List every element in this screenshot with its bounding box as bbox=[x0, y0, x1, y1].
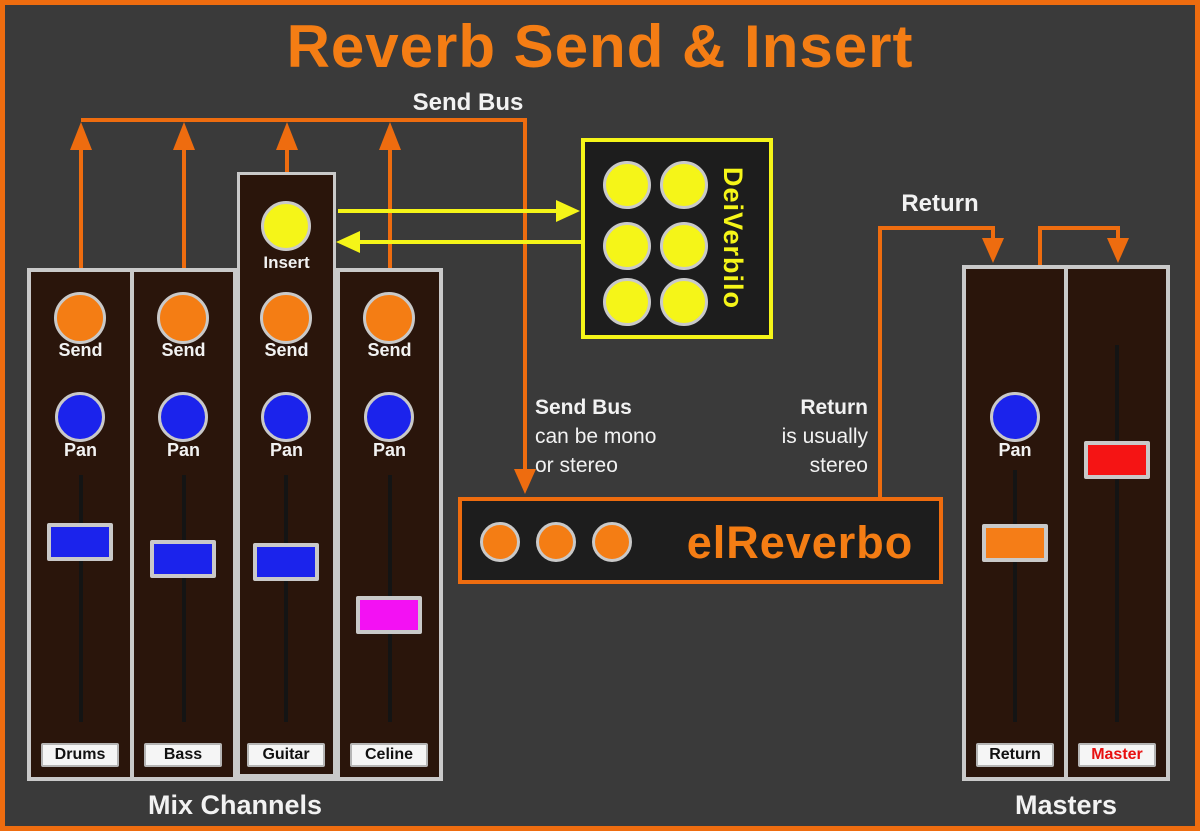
send-fx-knob[interactable] bbox=[536, 522, 576, 562]
pan-knob-label: Pan bbox=[166, 440, 200, 460]
fader-track bbox=[284, 475, 288, 722]
send-bus-note-line1: can be mono bbox=[535, 425, 657, 448]
send-knob[interactable] bbox=[363, 292, 415, 344]
pan-knob-label: Pan bbox=[63, 440, 97, 460]
return-note-line1: is usually bbox=[781, 425, 868, 448]
fader-track bbox=[1013, 470, 1017, 722]
channel-nameplate: Drums bbox=[41, 743, 119, 767]
return-note-heading: Return bbox=[800, 396, 868, 419]
send-arrow-bass-line bbox=[182, 148, 186, 270]
masters-group: Pan Return Master bbox=[962, 265, 1170, 781]
insert-fx-knob[interactable] bbox=[603, 278, 651, 326]
channel-nameplate: Celine bbox=[350, 743, 428, 767]
fader-handle[interactable] bbox=[150, 540, 216, 578]
send-knob-label: Send bbox=[367, 340, 412, 360]
fader-track bbox=[1115, 345, 1119, 722]
send-bus-note-heading: Send Bus bbox=[535, 396, 632, 419]
channel-strip-celine: Send Pan Celine bbox=[340, 272, 439, 777]
pan-knob[interactable] bbox=[158, 392, 208, 442]
insert-return-arrowhead bbox=[336, 231, 360, 253]
send-arrow-bass-head bbox=[173, 122, 195, 150]
send-bus-note-line2: or stereo bbox=[535, 454, 618, 477]
channel-strip-guitar: Insert Send Pan Guitar bbox=[237, 172, 336, 777]
send-knob-label: Send bbox=[264, 340, 309, 360]
send-bus-line bbox=[81, 118, 527, 122]
send-knob[interactable] bbox=[157, 292, 209, 344]
return-note: Return is usually stereo bbox=[668, 393, 868, 480]
return-to-master-bridge bbox=[1038, 226, 1120, 230]
send-bus-label: Send Bus bbox=[412, 89, 524, 116]
fader-handle[interactable] bbox=[47, 523, 113, 561]
send-bus-note: Send Bus can be mono or stereo bbox=[535, 393, 656, 480]
send-bus-drop-arrowhead bbox=[514, 469, 536, 494]
send-fx-knob[interactable] bbox=[592, 522, 632, 562]
fader-handle[interactable] bbox=[356, 596, 422, 634]
pan-knob-label: Pan bbox=[372, 440, 406, 460]
masters-caption: Masters bbox=[1014, 790, 1118, 820]
insert-fx-knob[interactable] bbox=[603, 222, 651, 270]
send-arrow-guitar-line bbox=[285, 148, 289, 174]
channel-nameplate: Master bbox=[1078, 743, 1156, 767]
pan-knob[interactable] bbox=[55, 392, 105, 442]
send-arrow-guitar-head bbox=[276, 122, 298, 150]
fader-track bbox=[79, 475, 83, 722]
master-strip-return: Pan Return bbox=[966, 269, 1064, 777]
insert-knob[interactable] bbox=[261, 201, 311, 251]
pan-knob[interactable] bbox=[261, 392, 311, 442]
return-line-horizontal bbox=[878, 226, 995, 230]
fader-track bbox=[182, 475, 186, 722]
send-knob[interactable] bbox=[54, 292, 106, 344]
fader-handle[interactable] bbox=[1084, 441, 1150, 479]
return-to-master-leg bbox=[1038, 228, 1042, 265]
fader-handle[interactable] bbox=[253, 543, 319, 581]
mix-channels-caption: Mix Channels bbox=[147, 790, 323, 820]
send-arrow-drums-line bbox=[79, 148, 83, 270]
send-knob[interactable] bbox=[260, 292, 312, 344]
insert-effect-box: DeiVerbilo bbox=[581, 138, 773, 339]
return-note-line2: stereo bbox=[809, 454, 868, 477]
pan-knob[interactable] bbox=[990, 392, 1040, 442]
send-fx-logo: elReverbo bbox=[686, 517, 914, 568]
send-knob-label: Send bbox=[58, 340, 103, 360]
channel-nameplate: Guitar bbox=[247, 743, 325, 767]
return-label: Return bbox=[901, 190, 979, 217]
insert-send-arrowhead bbox=[556, 200, 580, 222]
insert-return-line bbox=[358, 240, 581, 244]
master-drop-line bbox=[1116, 228, 1120, 242]
fader-handle[interactable] bbox=[982, 524, 1048, 562]
insert-fx-knob[interactable] bbox=[603, 161, 651, 209]
mix-channels-group: Send Pan Drums Send Pan Bass Send Pan Ce… bbox=[27, 268, 443, 781]
master-arrowhead bbox=[1107, 238, 1129, 263]
return-line-vertical bbox=[878, 226, 882, 497]
return-drop-line bbox=[991, 228, 995, 242]
channel-nameplate: Return bbox=[976, 743, 1054, 767]
pan-knob-label: Pan bbox=[269, 440, 303, 460]
send-effect-box: elReverbo bbox=[458, 497, 943, 584]
page-title: Reverb Send & Insert bbox=[286, 13, 914, 80]
pan-knob[interactable] bbox=[364, 392, 414, 442]
insert-fx-logo: DeiVerbilo bbox=[718, 166, 748, 310]
channel-strip-bass: Send Pan Bass bbox=[134, 272, 233, 777]
insert-send-line bbox=[338, 209, 558, 213]
return-arrowhead bbox=[982, 238, 1004, 263]
insert-knob-label: Insert bbox=[263, 253, 310, 272]
send-knob-label: Send bbox=[161, 340, 206, 360]
insert-fx-knob[interactable] bbox=[660, 161, 708, 209]
send-fx-knob[interactable] bbox=[480, 522, 520, 562]
pan-knob-label: Pan bbox=[998, 440, 1032, 460]
channel-nameplate: Bass bbox=[144, 743, 222, 767]
send-arrow-celine-head bbox=[379, 122, 401, 150]
insert-fx-knob[interactable] bbox=[660, 278, 708, 326]
send-bus-drop-line bbox=[523, 118, 527, 470]
send-arrow-drums-head bbox=[70, 122, 92, 150]
master-strip-master: Master bbox=[1068, 269, 1166, 777]
channel-strip-drums: Send Pan Drums bbox=[31, 272, 130, 777]
insert-fx-knob[interactable] bbox=[660, 222, 708, 270]
